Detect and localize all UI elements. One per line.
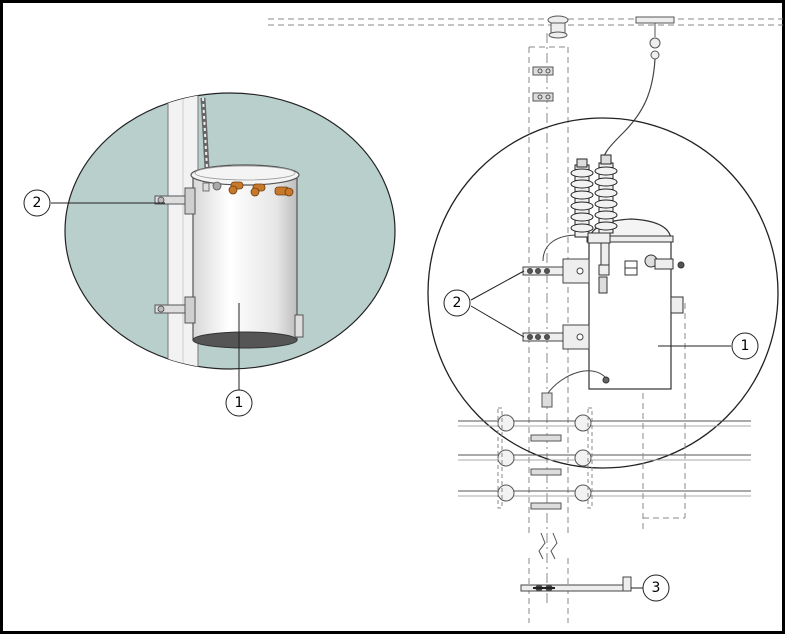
transformer-mounting-diagram: 2 1 xyxy=(23,15,783,623)
pole-top-insulator xyxy=(547,15,569,39)
ground-callout-3: 3 xyxy=(652,580,661,596)
suspension-hook xyxy=(635,16,675,60)
left-callout-1: 1 xyxy=(235,395,244,411)
right-detail-circle xyxy=(427,117,779,469)
left-callout-2: 2 xyxy=(33,195,42,211)
left-callout-2-circle xyxy=(23,189,51,217)
left-detail-view: 2 1 xyxy=(23,92,396,417)
ground-callout-3-circle xyxy=(642,574,670,602)
ground-clamp xyxy=(520,576,632,592)
left-tank-bottom xyxy=(192,331,298,349)
right-callout-2: 2 xyxy=(453,295,462,311)
right-callout-1: 1 xyxy=(741,338,750,354)
right-callout-1-circle xyxy=(731,332,759,360)
pole-dashed-outline xyxy=(528,33,569,623)
left-callout-1-circle xyxy=(225,389,253,417)
left-lower-bracket xyxy=(154,296,304,338)
left-cable xyxy=(200,97,210,169)
surge-arrester xyxy=(594,154,618,234)
right-installation-view: 2 1 3 xyxy=(268,15,783,623)
left-bushings xyxy=(202,181,294,197)
left-transformer-tank xyxy=(192,174,298,341)
high-voltage-bushing xyxy=(570,158,594,238)
right-upper-bracket xyxy=(522,258,590,284)
right-lower-bracket xyxy=(522,324,590,350)
spool-insulators xyxy=(497,407,593,509)
primary-lead-wire xyxy=(600,58,656,169)
right-callout-2-circle xyxy=(443,289,471,317)
left-tank-cover xyxy=(190,164,300,186)
